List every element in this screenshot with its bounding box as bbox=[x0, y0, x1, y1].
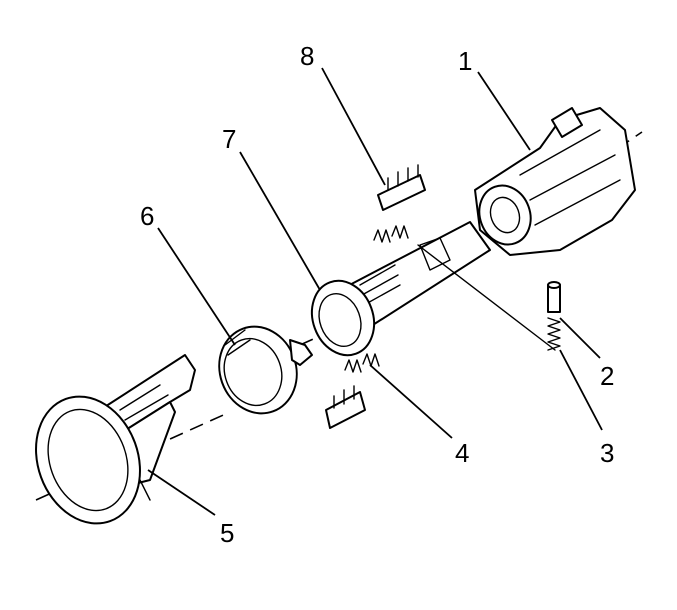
callout-8: 8 bbox=[300, 41, 314, 71]
part-6-retainer bbox=[218, 325, 313, 415]
callout-6: 6 bbox=[140, 201, 154, 231]
leader-1 bbox=[477, 71, 531, 151]
part-1-lock-housing bbox=[474, 107, 636, 256]
leader-4 bbox=[369, 364, 453, 439]
callout-7: 7 bbox=[222, 124, 236, 154]
leader-5 bbox=[147, 469, 216, 516]
callout-3: 3 bbox=[600, 438, 614, 468]
callout-1: 1 bbox=[458, 46, 472, 76]
alignment-line bbox=[417, 244, 556, 351]
leader-2 bbox=[559, 317, 601, 359]
callout-4: 4 bbox=[455, 438, 469, 468]
callout-2: 2 bbox=[600, 361, 614, 391]
part-7-cylinder bbox=[310, 221, 491, 357]
part-3-spring bbox=[547, 317, 561, 351]
callout-5: 5 bbox=[220, 518, 234, 548]
leader-7 bbox=[239, 151, 321, 291]
part-2-pin bbox=[547, 281, 561, 313]
leader-6 bbox=[157, 227, 236, 346]
leader-3 bbox=[559, 349, 603, 431]
leader-8 bbox=[321, 67, 386, 186]
part-5-housing bbox=[35, 354, 196, 525]
part-8-wafers-upper bbox=[373, 164, 426, 243]
